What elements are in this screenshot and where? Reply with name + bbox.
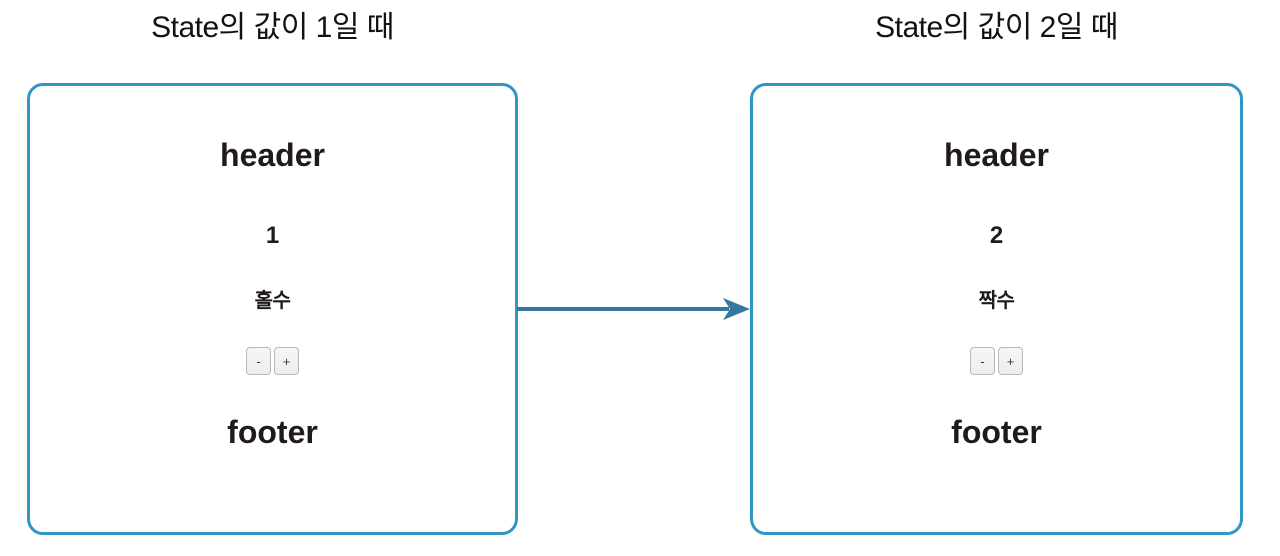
footer-text: footer — [951, 414, 1042, 450]
state-value: 2 — [989, 222, 1004, 249]
panel-title: State의 값이 2일 때 — [875, 11, 1118, 44]
counter-controls: - + — [753, 347, 1240, 375]
footer-text: footer — [227, 414, 318, 450]
decrement-button[interactable]: - — [246, 347, 271, 375]
app-preview-box: header 1 홀수 - + footer — [27, 83, 518, 535]
header-text: header — [220, 137, 325, 173]
state-1-panel: State의 값이 1일 때 header 1 홀수 - + footer — [27, 0, 518, 556]
state-value: 1 — [265, 222, 280, 249]
increment-button[interactable]: + — [998, 347, 1023, 375]
right-arrow-icon — [517, 298, 750, 320]
header-text: header — [944, 137, 1049, 173]
state-2-panel: State의 값이 2일 때 header 2 짝수 - + footer — [750, 0, 1243, 556]
increment-button[interactable]: + — [274, 347, 299, 375]
parity-label: 홀수 — [254, 290, 291, 312]
decrement-button[interactable]: - — [970, 347, 995, 375]
panel-title: State의 값이 1일 때 — [151, 11, 394, 44]
counter-controls: - + — [30, 347, 515, 375]
parity-label: 짝수 — [978, 290, 1015, 312]
app-preview-box: header 2 짝수 - + footer — [750, 83, 1243, 535]
